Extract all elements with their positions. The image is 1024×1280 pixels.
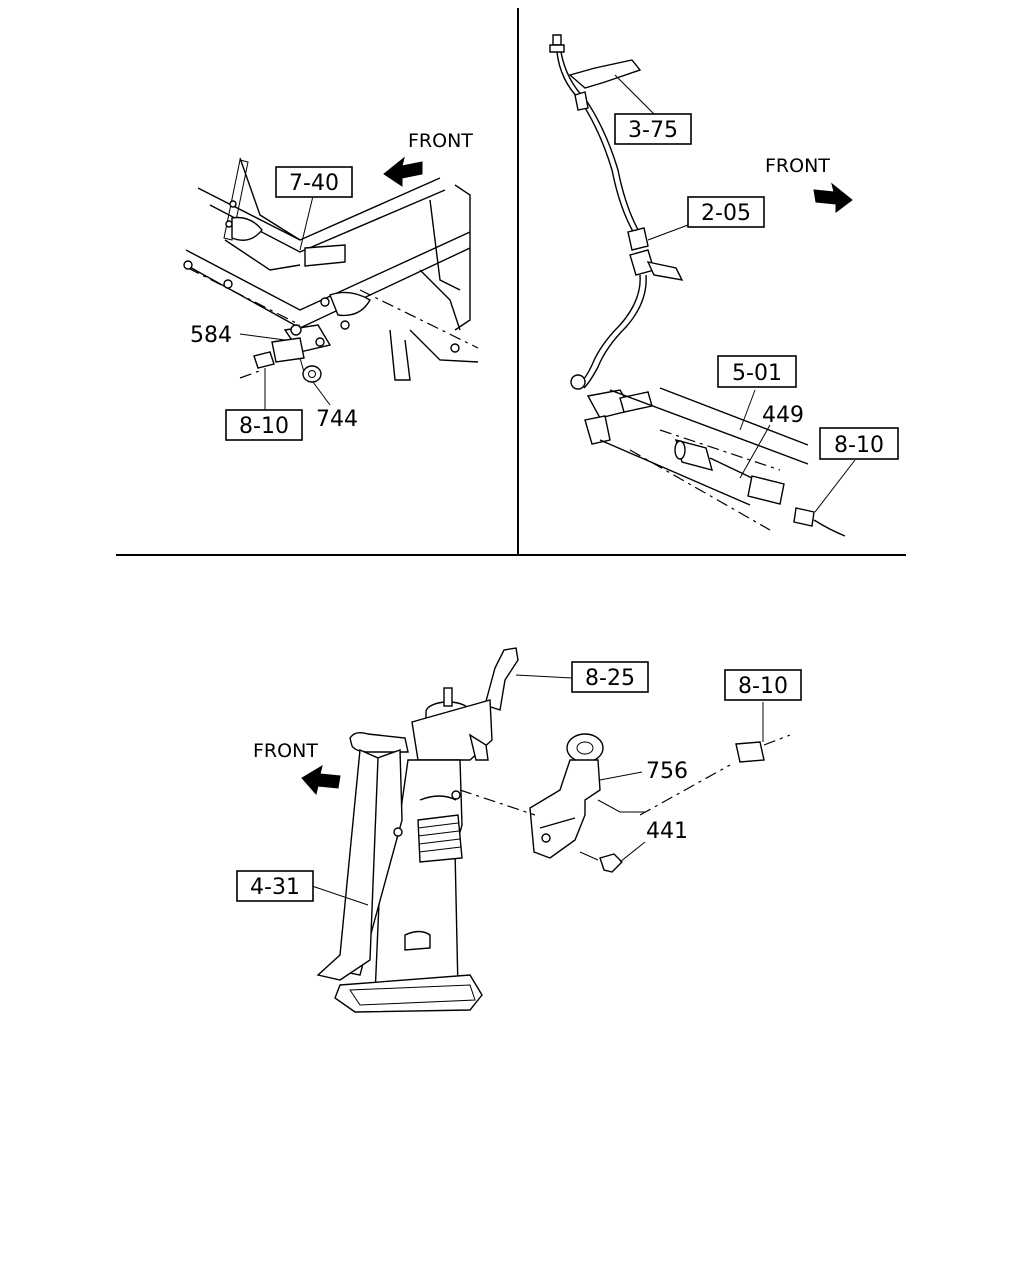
bottom-panel: FRONT 8-25 8-10 4-31 756 441 xyxy=(236,647,802,1013)
front-label: FRONT xyxy=(408,130,473,152)
callout-5-01[interactable]: 5-01 xyxy=(732,361,782,386)
steering-column-drawing xyxy=(316,647,791,1013)
callout-8-10-bottom[interactable]: 8-10 xyxy=(738,674,788,699)
brake-hose-drawing xyxy=(549,34,846,537)
part-441[interactable]: 441 xyxy=(646,819,688,844)
part-744[interactable]: 744 xyxy=(316,407,358,432)
switch-584-drawing xyxy=(271,324,332,373)
nut-744 xyxy=(302,365,322,383)
part-449[interactable]: 449 xyxy=(762,403,804,428)
callout-4-31[interactable]: 4-31 xyxy=(250,875,300,900)
connector-8-10-tl xyxy=(253,351,275,369)
front-arrow-icon xyxy=(301,764,341,796)
part-584[interactable]: 584 xyxy=(190,323,232,348)
front-label: FRONT xyxy=(253,740,318,762)
top-left-panel: FRONT 7-40 8-10 584 744 xyxy=(183,130,479,441)
callout-8-10-tl[interactable]: 8-10 xyxy=(239,414,289,439)
part-756[interactable]: 756 xyxy=(646,759,688,784)
front-label: FRONT xyxy=(765,155,830,177)
top-right-panel: FRONT 3-75 2-05 5-01 8-10 449 xyxy=(549,34,899,537)
callout-2-05[interactable]: 2-05 xyxy=(701,201,751,226)
callout-7-40[interactable]: 7-40 xyxy=(289,171,339,196)
front-arrow-icon xyxy=(813,182,853,213)
callout-8-25[interactable]: 8-25 xyxy=(585,666,635,691)
callout-3-75[interactable]: 3-75 xyxy=(628,118,678,143)
callout-8-10-tr[interactable]: 8-10 xyxy=(834,433,884,458)
front-arrow-icon xyxy=(383,156,423,187)
